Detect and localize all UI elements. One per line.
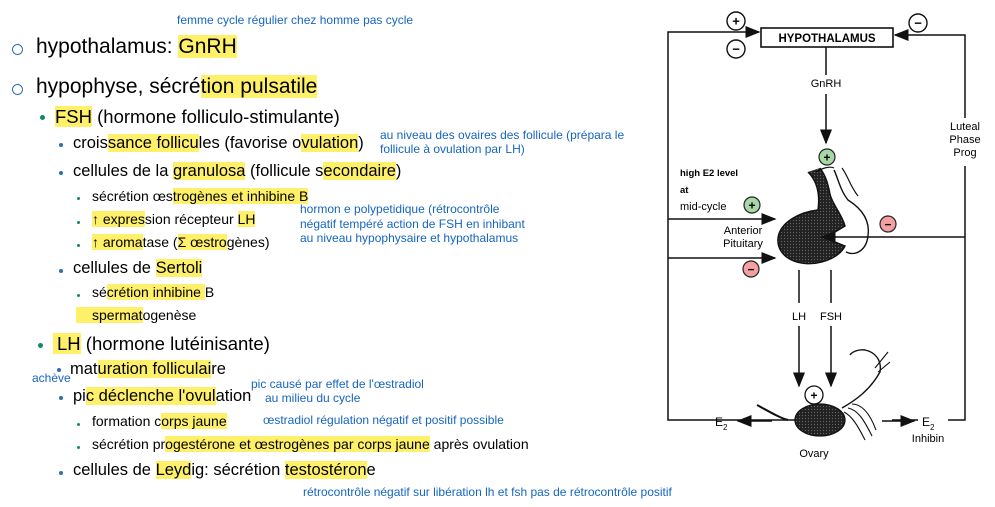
outline-secretion-inhibine: sécrétion inhibine B	[92, 284, 215, 300]
outline-fsh: FSH (hormone folliculo-stimulante)	[55, 106, 340, 127]
svg-text:+: +	[748, 199, 755, 213]
pituitary-illustration	[777, 166, 870, 265]
bullet-dot-icon	[57, 368, 61, 372]
annotation-inhibine-1: hormon e polypetidique (rétrocontrôle	[300, 202, 500, 216]
annotation-ovaires-1: au niveau des ovaires des follicule (pré…	[380, 128, 625, 142]
bullet-dot-icon	[77, 294, 80, 297]
bullet-dot-icon	[59, 171, 63, 175]
minus-circle-icon: −	[908, 13, 928, 33]
ovary-illustration	[756, 349, 891, 441]
svg-text:−: −	[732, 42, 740, 57]
bullet-dot-icon	[59, 269, 63, 273]
svg-text:+: +	[732, 14, 740, 29]
svg-text:−: −	[884, 218, 891, 232]
bullet-dot-icon	[59, 396, 63, 400]
e2-left-label: E	[715, 415, 723, 429]
outline-hypothalamus: hypothalamus: GnRH	[36, 35, 237, 58]
minus-circle-icon: −	[726, 39, 746, 59]
bullet-dot-icon	[77, 423, 80, 426]
outline-croissance: croissance follicules (favorise ovulatio…	[73, 134, 364, 152]
svg-text:Luteal: Luteal	[950, 121, 980, 133]
negative-circle-icon: −	[742, 260, 760, 278]
annotation-pic-2: au milieu du cycle	[265, 391, 361, 405]
bullet-dot-icon	[77, 221, 80, 224]
svg-text:Pituitary: Pituitary	[723, 238, 763, 250]
svg-text:+: +	[810, 389, 817, 403]
e2-right-label: E	[922, 415, 930, 429]
svg-text:−: −	[914, 16, 922, 31]
hypothalamus-box: HYPOTHALAMUS	[760, 27, 894, 48]
annotation-top: femme cycle régulier chez homme pas cycl…	[177, 13, 414, 27]
outline-corps-jaune: formation corps jaune	[92, 413, 227, 429]
svg-text:FSH: FSH	[820, 311, 842, 323]
annotation-bottom: rétrocontrôle négatif sur libération lh …	[303, 485, 672, 499]
outline-granulosa: cellules de la granulosa (follicule seco…	[73, 162, 402, 180]
bullet-dot-icon	[38, 343, 43, 348]
positive-circle-icon: +	[818, 148, 836, 166]
svg-text:GnRH: GnRH	[811, 78, 842, 90]
svg-text:LH: LH	[792, 311, 806, 323]
annotation-inhibine-3: au niveau hypophysaire et hypothalamus	[300, 231, 519, 245]
outline-lh: LH (hormone lutéinisante)	[53, 333, 270, 355]
plus-circle-icon: +	[804, 385, 824, 405]
outline-maturation: maturation folliculaire	[70, 360, 226, 378]
outline-progesterone: sécrétion progestérone et œstrogènes par…	[92, 436, 529, 452]
svg-text:at: at	[680, 185, 689, 196]
outline-hypophyse: hypophyse, sécrétion pulsatile	[36, 75, 318, 98]
bullet-circle-icon	[12, 44, 23, 55]
outline-secretion-oestrogenes: sécrétion œstrogènes et inhibine B	[92, 188, 309, 204]
svg-text:Ovary: Ovary	[799, 448, 829, 460]
outline-aromatase: ↑ aromatase (Σ œstrogènes)	[92, 234, 270, 250]
outline-sertoli: cellules de Sertoli	[73, 259, 203, 277]
bullet-dot-icon	[59, 471, 63, 475]
svg-text:Prog: Prog	[953, 147, 976, 159]
svg-text:−: −	[747, 263, 754, 277]
svg-text:2: 2	[723, 423, 728, 432]
svg-text:Anterior: Anterior	[724, 225, 763, 237]
bullet-circle-icon	[12, 84, 23, 95]
svg-text:Phase: Phase	[949, 134, 980, 146]
plus-circle-icon: +	[726, 11, 746, 31]
bullet-dot-icon	[77, 197, 80, 200]
outline-expression-lh: ↑ expression récepteur LH	[92, 211, 256, 227]
outline-pic: pic déclenche l'ovulation	[73, 387, 252, 405]
outline-spermatogenese: spermatogenèse	[76, 307, 196, 323]
annotation-pic-1: pic causé par effet de l'œstradiol	[251, 377, 424, 391]
svg-text:HYPOTHALAMUS: HYPOTHALAMUS	[778, 33, 875, 45]
bullet-dot-icon	[59, 143, 63, 147]
svg-text:high E2 level: high E2 level	[680, 168, 738, 179]
svg-text:mid-cycle: mid-cycle	[680, 201, 726, 213]
svg-text:2: 2	[930, 423, 935, 432]
svg-text:+: +	[823, 151, 830, 165]
negative-circle-icon: −	[879, 215, 897, 233]
bullet-dot-icon	[40, 115, 45, 120]
hpg-axis-diagram: HYPOTHALAMUS + − − GnRH Luteal Phase Pro…	[660, 0, 995, 502]
annotation-ovaires-2: follicule à ovulation par LH)	[380, 142, 525, 156]
bullet-dot-icon	[77, 446, 80, 449]
outline-leydig: cellules de Leydig: sécrétion testostéro…	[73, 461, 376, 479]
bullet-dot-icon	[77, 244, 80, 247]
annotation-inhibine-2: négatif tempéré action de FSH en inhiban…	[300, 217, 525, 231]
svg-text:Inhibin: Inhibin	[912, 433, 944, 445]
annotation-oestradiol: œstradiol régulation négatif et positif …	[263, 413, 504, 427]
positive-circle-icon: +	[743, 196, 761, 214]
annotation-acheve: achève	[32, 371, 71, 385]
